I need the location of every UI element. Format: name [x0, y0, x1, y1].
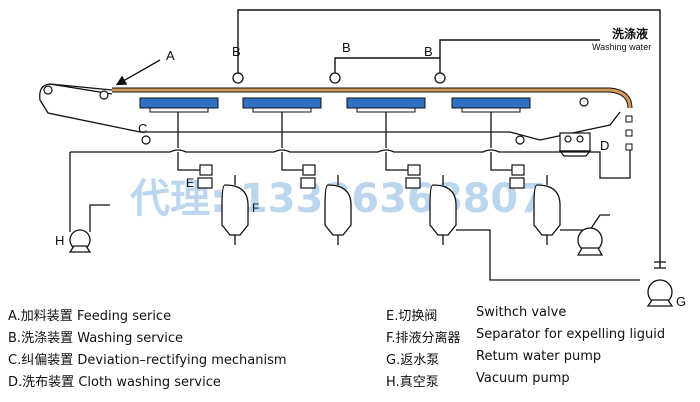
legend-code: A.: [8, 309, 21, 324]
rubber-belt: [112, 87, 633, 109]
legend-item-g: G.返水泵 Retum water pump: [386, 349, 601, 368]
legend-cn: 切换阀: [398, 309, 438, 324]
side-markers: [625, 115, 633, 151]
legend-item-f: F.排液分离器 Separator for expelling liguid: [386, 327, 665, 346]
label-F: F: [252, 201, 259, 215]
legend-en: Retum water pump: [476, 349, 602, 364]
vacuum-trays: [139, 97, 531, 113]
feed-arrow: [115, 59, 161, 86]
legend-en: Washing service: [77, 331, 184, 346]
label-C: C: [138, 121, 147, 136]
legend-en: Swithch valve: [476, 305, 567, 320]
separators: [221, 175, 561, 245]
drop-piping: [177, 152, 512, 171]
legend-item-b: B.洗涤装置 Washing service: [8, 327, 183, 346]
spray-nozzle-1: [232, 72, 244, 84]
washing-water-en: Washing water: [592, 42, 651, 52]
legend-code: E.: [386, 309, 399, 324]
legend-item-e: E.切换阀 Swithch valve: [386, 305, 566, 324]
legend-code: G.: [386, 353, 401, 368]
legend-en: Vacuum pump: [476, 371, 570, 386]
label-D: D: [600, 138, 609, 153]
legend-cn: 加料装置: [20, 309, 73, 324]
legend-code: C.: [8, 353, 22, 368]
spray-nozzle-2: [329, 72, 341, 84]
legend-item-h: H.真空泵 Vacuum pump: [386, 371, 570, 390]
label-B-2: B: [342, 40, 351, 55]
small-pump: [576, 227, 604, 256]
legend-code: B.: [8, 331, 22, 346]
legend-en: Deviation–rectifying mechanism: [77, 353, 287, 368]
label-B-3: B: [424, 44, 433, 59]
switch-valves: [197, 164, 525, 189]
vacuum-manifold: [69, 112, 631, 218]
label-B-1: B: [232, 44, 241, 59]
legend-cn: 洗布装置: [22, 375, 75, 390]
return-water-pump: [646, 261, 674, 307]
label-G: G: [676, 294, 686, 309]
return-water-line: [456, 214, 640, 281]
label-E: E: [186, 176, 194, 190]
legend-en: Separator for expelling liguid: [476, 327, 666, 342]
vacuum-pump: [68, 204, 110, 253]
legend-cn: 真空泵: [399, 375, 439, 390]
legend-item-d: D.洗布装置 Cloth washing service: [8, 371, 221, 390]
legend-code: F.: [386, 331, 396, 346]
legend-en: Cloth washing service: [78, 375, 221, 390]
spray-nozzle-3: [434, 72, 446, 84]
label-H: H: [55, 233, 64, 248]
legend-code: H.: [386, 375, 400, 390]
legend-item-c: C.纠偏装置 Deviation–rectifying mechanism: [8, 349, 287, 368]
rollers: [43, 85, 589, 145]
legend-cn: 洗涤装置: [21, 331, 74, 346]
legend-cn: 排液分离器: [395, 331, 461, 346]
legend-cn: 返水泵: [400, 353, 440, 368]
legend-en: Feeding serice: [76, 309, 172, 324]
wash-water-header: [237, 9, 661, 268]
legend-cn: 纠偏装置: [21, 353, 74, 368]
legend-item-a: A.加料装置 Feeding serice: [8, 305, 171, 324]
label-A: A: [166, 48, 175, 63]
washing-water-cn: 洗涤液: [612, 26, 648, 41]
legend-code: D.: [8, 375, 23, 390]
